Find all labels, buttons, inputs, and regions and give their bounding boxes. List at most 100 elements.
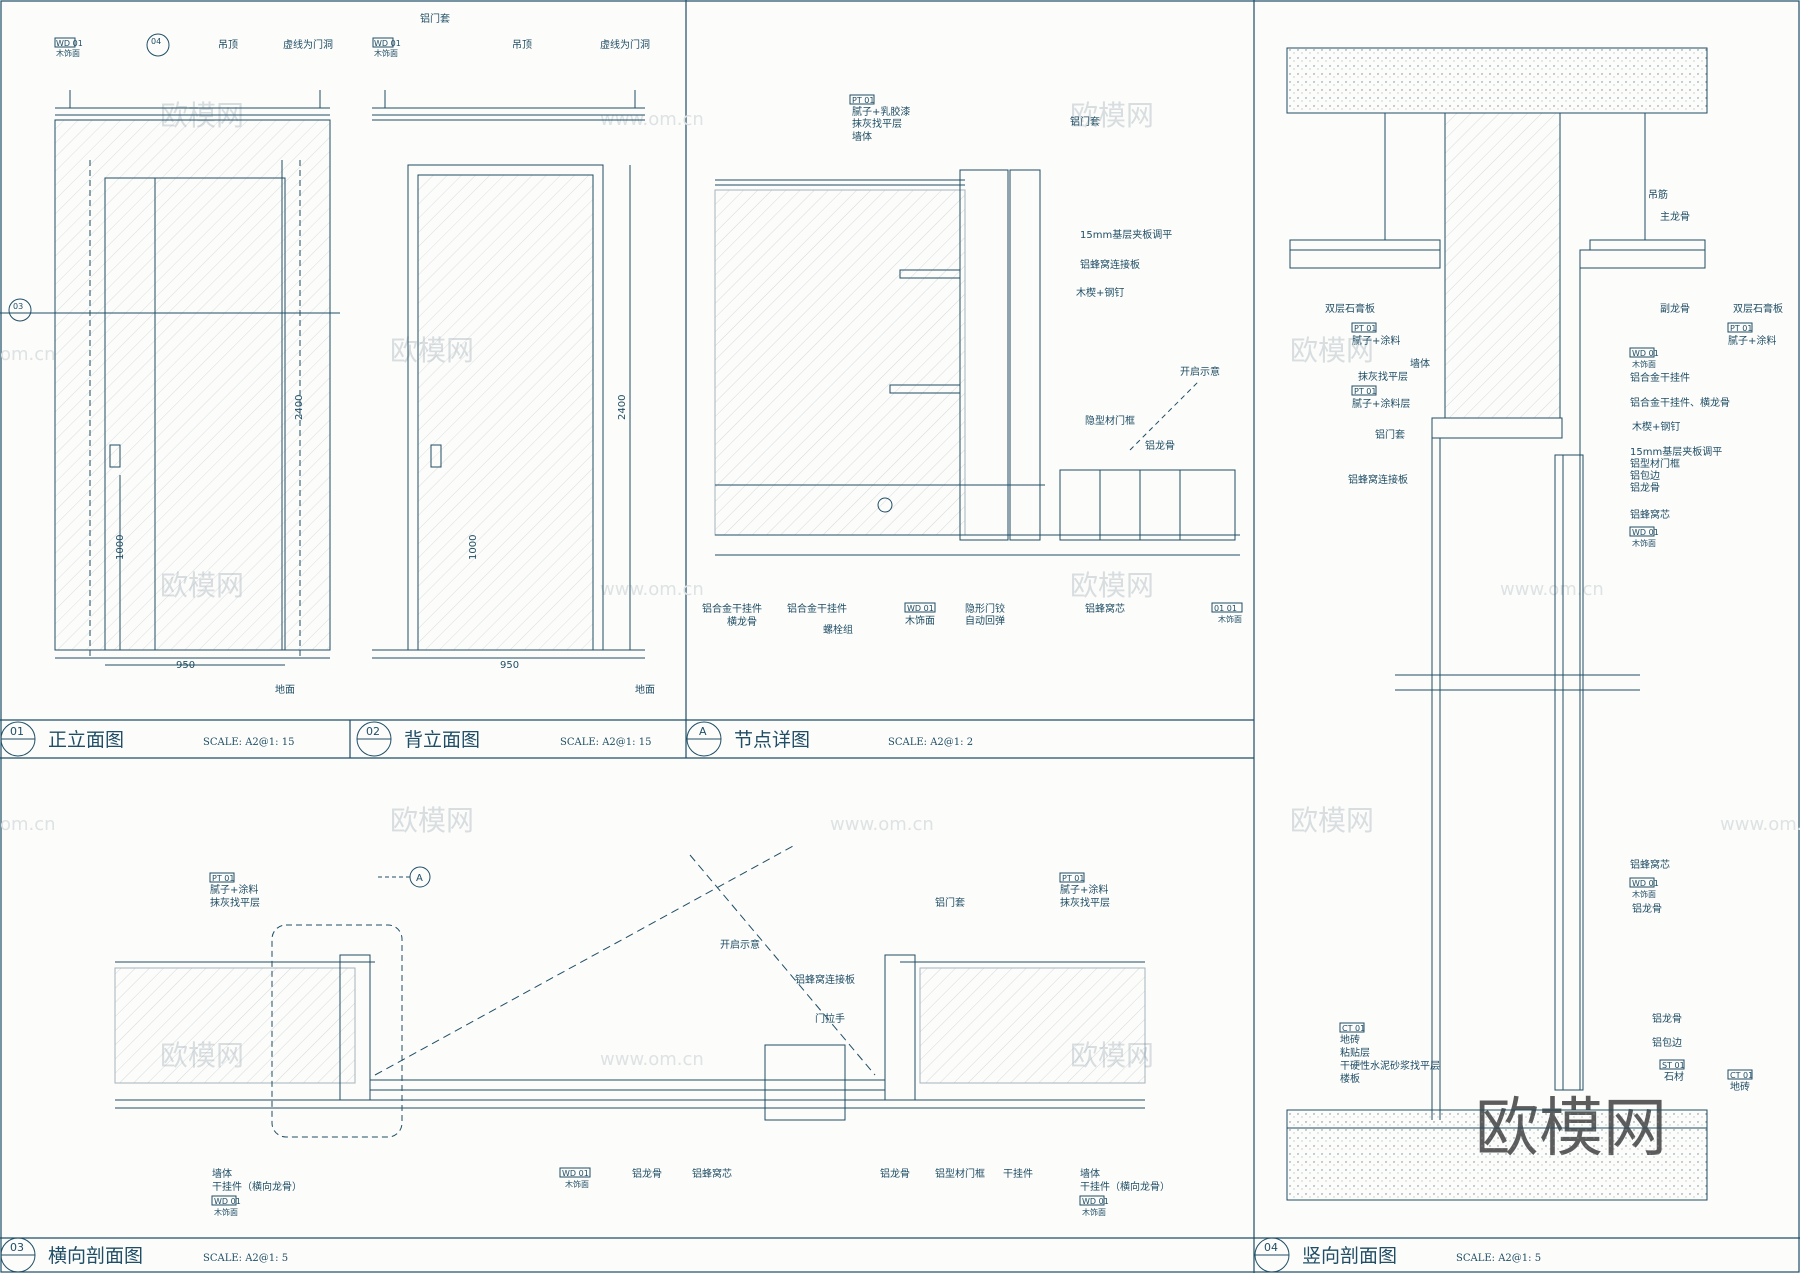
svg-text:地砖: 地砖 (1340, 1033, 1360, 1046)
svg-text:WD 01: WD 01 (1632, 879, 1659, 888)
svg-text:15mm基层夹板调平: 15mm基层夹板调平 (1080, 228, 1172, 241)
title-block-04: 04 竖向剖面图 SCALE: A2@1: 5 (1254, 1237, 1541, 1273)
svg-text:竖向剖面图: 竖向剖面图 (1302, 1245, 1397, 1267)
svg-text:www.om.cn: www.om.cn (1500, 579, 1604, 600)
svg-text:01: 01 (10, 725, 24, 738)
svg-text:抹灰找平层: 抹灰找平层 (210, 896, 260, 909)
svg-text:铝合金干挂件、横龙骨: 铝合金干挂件、横龙骨 (1630, 396, 1730, 409)
svg-text:隐型材门框: 隐型材门框 (1085, 414, 1135, 427)
svg-text:03: 03 (13, 302, 23, 311)
svg-text:铝蜂窝芯: 铝蜂窝芯 (1085, 602, 1125, 615)
svg-text:欧模网: 欧模网 (390, 804, 474, 837)
svg-text:螺栓组: 螺栓组 (823, 623, 853, 636)
svg-text:铝龙骨: 铝龙骨 (1632, 902, 1662, 915)
svg-text:PT 01: PT 01 (1062, 874, 1084, 883)
horizontal-section (114, 844, 1146, 1138)
svg-text:铝型材门框: 铝型材门框 (935, 1167, 985, 1180)
svg-text:1000: 1000 (115, 535, 126, 560)
svg-text:欧模网: 欧模网 (1290, 334, 1374, 367)
vertical-section-labels: 吊筋 主龙骨 双层石膏板 PT 01 腻子+涂料 副龙骨 双层石膏板 PT 01… (1325, 188, 1783, 1093)
svg-text:04: 04 (151, 37, 161, 46)
svg-text:www.om.cn: www.om.cn (1720, 814, 1800, 835)
front-elevation-labels: WD 01 木饰面 04 吊顶 虚线为门洞 03 950 2400 1000 地… (8, 33, 333, 696)
svg-text:门拉手: 门拉手 (815, 1012, 845, 1025)
svg-text:欧模网: 欧模网 (1070, 569, 1154, 602)
svg-text:铝合金干挂件: 铝合金干挂件 (1630, 371, 1690, 384)
svg-text:腻子+涂料: 腻子+涂料 (1352, 334, 1400, 347)
svg-text:抹灰找平层: 抹灰找平层 (1358, 370, 1408, 383)
svg-text:开启示意: 开启示意 (720, 938, 760, 951)
title-block-01: 01 正立面图 SCALE: A2@1: 15 (0, 721, 294, 757)
svg-text:www.om.cn: www.om.cn (600, 1049, 704, 1070)
svg-text:SCALE: A2@1: 5: SCALE: A2@1: 5 (1456, 1253, 1541, 1264)
svg-text:铝蜂窝连接板: 铝蜂窝连接板 (795, 973, 855, 986)
svg-text:www.om.cn: www.om.cn (600, 109, 704, 130)
back-elevation (372, 90, 645, 659)
svg-text:主龙骨: 主龙骨 (1660, 210, 1690, 223)
svg-text:A: A (699, 725, 707, 738)
svg-text:虚线为门洞: 虚线为门洞 (600, 38, 650, 51)
svg-text:铝包边: 铝包边 (1652, 1036, 1682, 1049)
svg-text:干硬性水泥砂浆找平层: 干硬性水泥砂浆找平层 (1340, 1059, 1440, 1072)
svg-text:腻子+涂料: 腻子+涂料 (210, 883, 258, 896)
svg-text:墙体: 墙体 (852, 130, 872, 143)
svg-text:腻子+涂料: 腻子+涂料 (1728, 334, 1776, 347)
svg-text:木饰面: 木饰面 (905, 614, 935, 627)
svg-text:铝合金干挂件: 铝合金干挂件 (787, 602, 847, 615)
svg-text:15mm基层夹板调平: 15mm基层夹板调平 (1630, 445, 1722, 458)
svg-text:WD 01: WD 01 (1082, 1197, 1109, 1206)
svg-text:地面: 地面 (275, 683, 295, 696)
svg-text:隐形门铰: 隐形门铰 (965, 602, 1005, 615)
svg-text:SCALE: A2@1: 15: SCALE: A2@1: 15 (560, 737, 651, 748)
svg-text:铝蜂窝芯: 铝蜂窝芯 (1630, 858, 1670, 871)
svg-text:楼板: 楼板 (1340, 1072, 1360, 1085)
svg-text:木楔+钢钉: 木楔+钢钉 (1076, 286, 1124, 299)
svg-text:WD 01: WD 01 (907, 604, 934, 613)
svg-text:WD 01: WD 01 (1632, 349, 1659, 358)
svg-text:2400: 2400 (294, 395, 305, 420)
svg-text:虚线为门洞: 虚线为门洞 (283, 38, 333, 51)
svg-text:PT 01: PT 01 (1730, 324, 1752, 333)
svg-text:抹灰找平层: 抹灰找平层 (852, 117, 902, 130)
svg-text:铝蜂窝芯: 铝蜂窝芯 (692, 1167, 732, 1180)
svg-text:干挂件（横向龙骨）: 干挂件（横向龙骨） (212, 1180, 302, 1193)
svg-text:铝蜂窝连接板: 铝蜂窝连接板 (1348, 473, 1408, 486)
svg-text:木饰面: 木饰面 (1218, 614, 1242, 624)
svg-text:2400: 2400 (617, 395, 628, 420)
svg-text:铝门套: 铝门套 (1070, 115, 1100, 128)
svg-text:950: 950 (176, 660, 195, 671)
svg-text:CT 01: CT 01 (1342, 1024, 1365, 1033)
svg-text:铝型材门框: 铝型材门框 (1630, 457, 1680, 470)
title-block-A: A 节点详图 SCALE: A2@1: 2 (686, 721, 973, 757)
svg-text:铝包边: 铝包边 (1630, 469, 1660, 482)
svg-text:抹灰找平层: 抹灰找平层 (1060, 896, 1110, 909)
svg-text:PT 01: PT 01 (1354, 387, 1376, 396)
front-elevation (0, 90, 340, 666)
svg-text:吊顶: 吊顶 (512, 39, 532, 51)
svg-text:铝龙骨: 铝龙骨 (880, 1167, 910, 1180)
back-elevation-labels: 铝门套 WD 01 木饰面 吊顶 虚线为门洞 950 2400 1000 地面 (372, 12, 655, 696)
svg-text:SCALE: A2@1: 15: SCALE: A2@1: 15 (203, 737, 294, 748)
svg-text:粘贴层: 粘贴层 (1340, 1046, 1370, 1059)
svg-text:地砖: 地砖 (1730, 1080, 1750, 1093)
svg-text:墙体: 墙体 (1410, 357, 1430, 370)
svg-text:腻子+涂料层: 腻子+涂料层 (1352, 397, 1410, 410)
svg-text:木饰面: 木饰面 (1632, 359, 1656, 369)
svg-text:墙体: 墙体 (212, 1167, 232, 1180)
svg-text:背立面图: 背立面图 (404, 729, 480, 751)
svg-text:WD 01: WD 01 (56, 39, 83, 48)
svg-text:木饰面: 木饰面 (374, 48, 398, 58)
svg-text:木饰面: 木饰面 (1632, 538, 1656, 548)
svg-text:www.om.cn: www.om.cn (830, 814, 934, 835)
svg-text:PT 01: PT 01 (212, 874, 234, 883)
svg-text:地面: 地面 (635, 683, 655, 696)
svg-text:木饰面: 木饰面 (214, 1207, 238, 1217)
svg-text:PT 01: PT 01 (1354, 324, 1376, 333)
svg-text:欧模网: 欧模网 (1070, 99, 1154, 132)
title-block-03: 03 横向剖面图 SCALE: A2@1: 5 (0, 1237, 288, 1273)
svg-text:铝龙骨: 铝龙骨 (1652, 1012, 1682, 1025)
node-detail (714, 169, 1240, 556)
svg-text:横向剖面图: 横向剖面图 (48, 1245, 143, 1267)
